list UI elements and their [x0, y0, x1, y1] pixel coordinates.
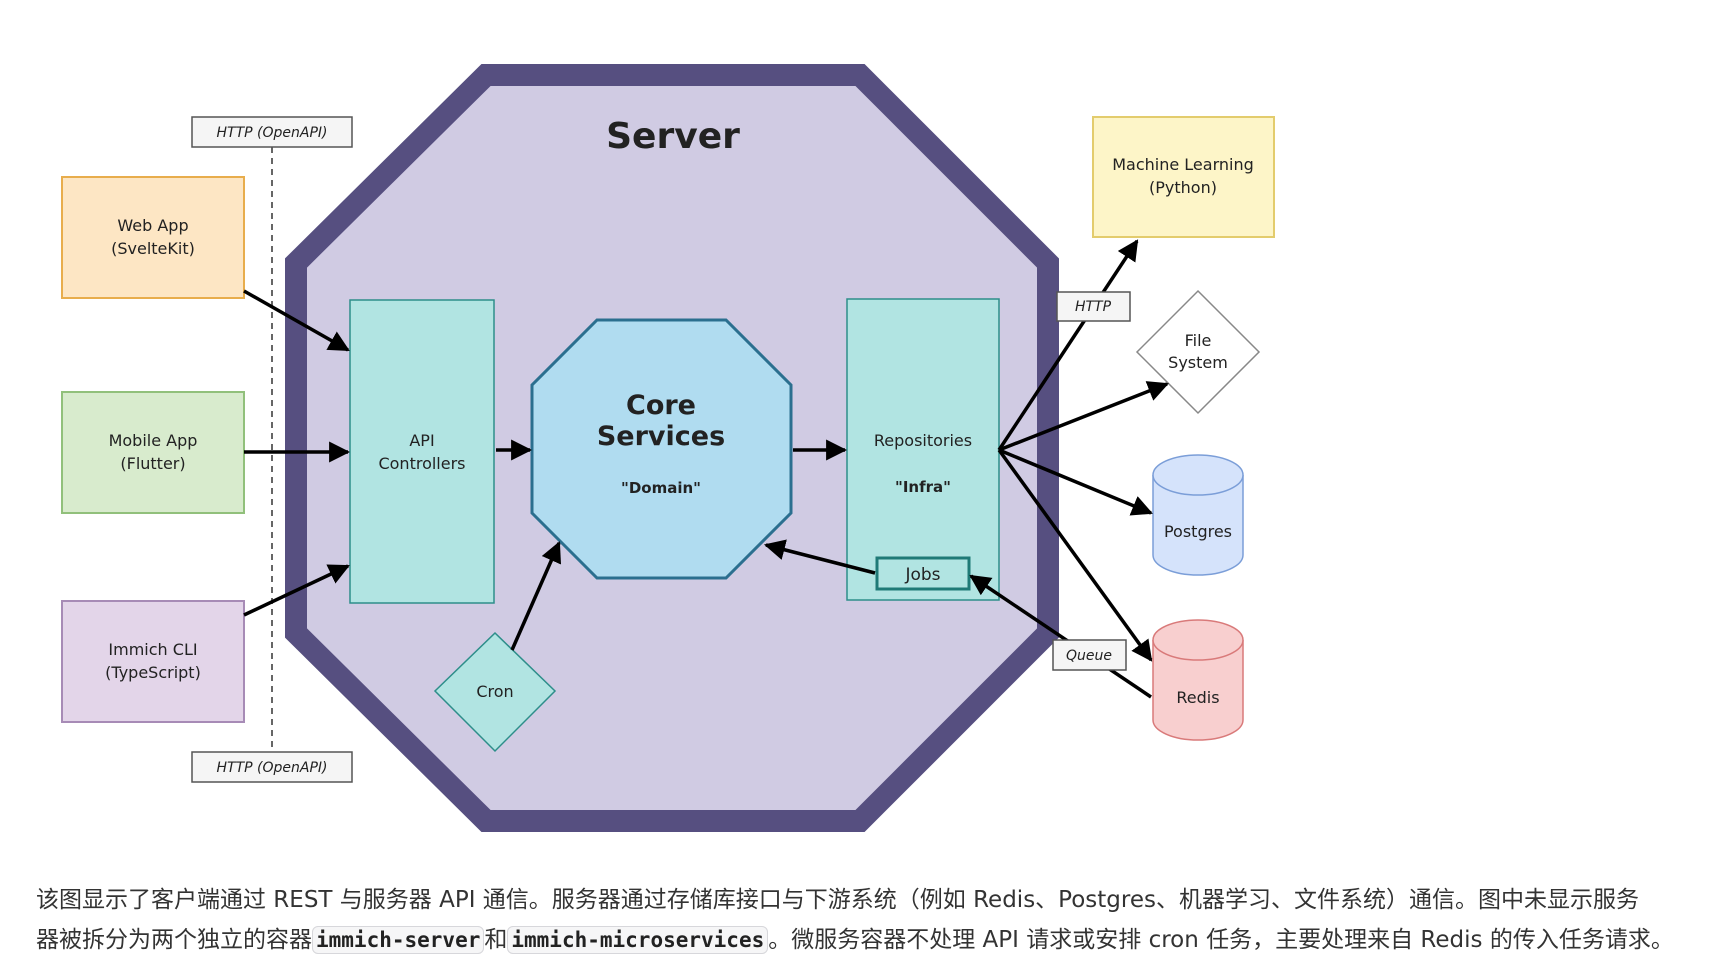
arrow-cli-to-api: [243, 564, 350, 617]
svg-text:(Python): (Python): [1149, 178, 1217, 197]
svg-text:(Flutter): (Flutter): [120, 454, 185, 473]
arrow-jobs-to-core: [763, 539, 876, 575]
queue-label: Queue: [1052, 639, 1127, 671]
arrow-repositories-to-file-system: [998, 381, 1169, 452]
http-openapi-top-label: HTTP (OpenAPI): [191, 116, 353, 148]
file-system-diamond: File System: [1135, 289, 1261, 415]
svg-text:Core: Core: [626, 390, 696, 421]
server-title: Server: [606, 116, 740, 157]
svg-text:System: System: [1168, 353, 1228, 372]
api-controllers-box: API Controllers: [349, 299, 495, 604]
svg-text:HTTP: HTTP: [1075, 299, 1112, 315]
caption-line-2-part-a: 器被拆分为两个独立的容器: [36, 927, 312, 953]
svg-text:Postgres: Postgres: [1164, 522, 1232, 541]
svg-text:Mobile App: Mobile App: [109, 431, 198, 450]
web-app-box: Web App (SvelteKit): [61, 176, 245, 299]
machine-learning-box: Machine Learning (Python): [1092, 116, 1275, 238]
code-immich-server: immich-server: [312, 926, 485, 954]
cron-diamond: Cron: [433, 631, 557, 753]
caption-line-2-part-b: 和: [484, 927, 508, 953]
svg-text:Redis: Redis: [1176, 688, 1219, 707]
svg-text:"Infra": "Infra": [895, 478, 951, 496]
svg-text:Queue: Queue: [1066, 648, 1112, 664]
repositories-box: Repositories "Infra": [846, 298, 1000, 601]
http-ml-label: HTTP: [1056, 291, 1131, 322]
svg-text:Cron: Cron: [476, 682, 513, 701]
arrow-repositories-to-postgres: [998, 448, 1153, 516]
svg-text:Repositories: Repositories: [874, 431, 972, 450]
postgres-cylinder: Postgres: [1152, 454, 1244, 576]
arrow-repositories-to-ml: [997, 239, 1139, 451]
svg-text:Jobs: Jobs: [904, 565, 940, 585]
code-immich-microservices: immich-microservices: [507, 926, 769, 954]
diagram-caption: 该图显示了客户端通过 REST 与服务器 API 通信。服务器通过存储库接口与下…: [36, 880, 1706, 960]
arrow-web-to-api: [243, 289, 350, 352]
svg-text:Services: Services: [597, 421, 725, 452]
svg-text:"Domain": "Domain": [621, 479, 701, 497]
svg-text:Controllers: Controllers: [378, 454, 465, 473]
redis-cylinder: Redis: [1152, 619, 1244, 741]
arrow-redis-to-jobs: [969, 574, 1152, 699]
svg-text:(SvelteKit): (SvelteKit): [111, 239, 195, 258]
arrow-cron-to-core: [510, 541, 562, 651]
svg-text:(TypeScript): (TypeScript): [105, 663, 201, 682]
svg-text:Web App: Web App: [117, 216, 188, 235]
mobile-app-box: Mobile App (Flutter): [61, 391, 245, 514]
caption-line-2-part-c: 。微服务容器不处理 API 请求或安排 cron 任务，主要处理来自 Redis…: [768, 927, 1674, 953]
svg-text:Machine Learning: Machine Learning: [1112, 155, 1254, 174]
svg-text:HTTP (OpenAPI): HTTP (OpenAPI): [217, 125, 328, 141]
immich-cli-box: Immich CLI (TypeScript): [61, 600, 245, 723]
jobs-box: Jobs: [875, 556, 971, 591]
arrow-repositories-to-redis: [997, 448, 1153, 662]
arrows: [243, 239, 1169, 699]
core-services-octagon: Core Services "Domain": [530, 318, 793, 580]
svg-text:HTTP (OpenAPI): HTTP (OpenAPI): [217, 760, 328, 776]
svg-text:File: File: [1185, 331, 1212, 350]
http-openapi-bottom-label: HTTP (OpenAPI): [191, 751, 353, 783]
svg-text:Immich CLI: Immich CLI: [108, 640, 197, 659]
svg-text:API: API: [409, 431, 434, 450]
caption-line-1: 该图显示了客户端通过 REST 与服务器 API 通信。服务器通过存储库接口与下…: [36, 887, 1639, 913]
